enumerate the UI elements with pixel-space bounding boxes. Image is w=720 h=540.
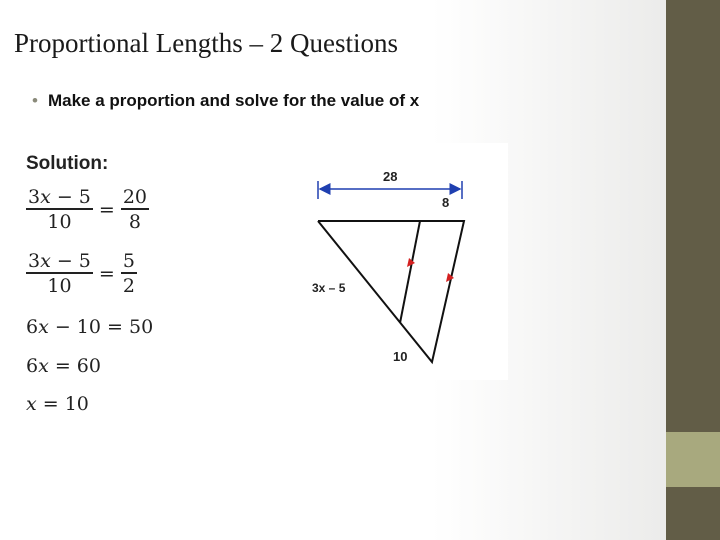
fraction-left-2: 3𝑥 − 5 10 xyxy=(26,250,93,298)
sidebar-accent-middle xyxy=(666,432,720,487)
fraction-right-2: 5 2 xyxy=(120,250,137,298)
equals-sign: = xyxy=(98,262,115,285)
top-segment-label: 8 xyxy=(442,195,449,210)
denominator: 8 xyxy=(128,210,141,233)
numerator: 3𝑥 − 5 xyxy=(28,250,91,272)
diagram-svg: 28 8 3x – 5 10 xyxy=(312,169,466,365)
numerator: 5 xyxy=(122,250,135,272)
fraction-bar xyxy=(26,272,93,274)
equation-step-1: 3𝑥 − 5 10 = 20 8 xyxy=(26,186,150,234)
instruction-bullet: • Make a proportion and solve for the val… xyxy=(32,91,419,111)
triangle-diagram: 28 8 3x – 5 10 xyxy=(296,143,508,380)
bullet-dot: • xyxy=(32,91,38,110)
sidebar-accent-bottom xyxy=(666,487,720,540)
fraction-bar xyxy=(120,272,137,274)
denominator: 2 xyxy=(122,274,135,297)
equation-step-4: 6𝑥 = 60 xyxy=(26,355,101,377)
denominator: 10 xyxy=(47,210,72,233)
top-length-label: 28 xyxy=(383,169,397,184)
triangle-outline xyxy=(317,220,466,365)
side-label: 3x – 5 xyxy=(312,281,346,295)
fraction-left-1: 3𝑥 − 5 10 xyxy=(26,186,93,234)
sidebar-accent-top xyxy=(666,0,720,432)
bottom-label: 10 xyxy=(393,349,407,364)
denominator: 10 xyxy=(47,274,72,297)
fraction-bar xyxy=(26,208,93,210)
fraction-right-1: 20 8 xyxy=(120,186,150,234)
equation-step-5: 𝑥 = 10 xyxy=(26,393,89,415)
equation-step-2: 3𝑥 − 5 10 = 5 2 xyxy=(26,250,137,298)
instruction-text: Make a proportion and solve for the valu… xyxy=(47,91,420,110)
numerator: 3𝑥 − 5 xyxy=(28,186,91,208)
parallel-mark-2 xyxy=(446,273,454,282)
fraction-bar xyxy=(120,208,150,210)
solution-label: Solution: xyxy=(26,153,109,174)
equation-step-3: 6𝑥 − 10 = 50 xyxy=(26,316,154,338)
parallel-segment xyxy=(399,220,421,324)
parallel-mark-1 xyxy=(407,258,415,267)
slide-title: Proportional Lengths – 2 Questions xyxy=(14,28,398,58)
numerator: 20 xyxy=(122,186,148,208)
equals-sign: = xyxy=(98,198,115,221)
